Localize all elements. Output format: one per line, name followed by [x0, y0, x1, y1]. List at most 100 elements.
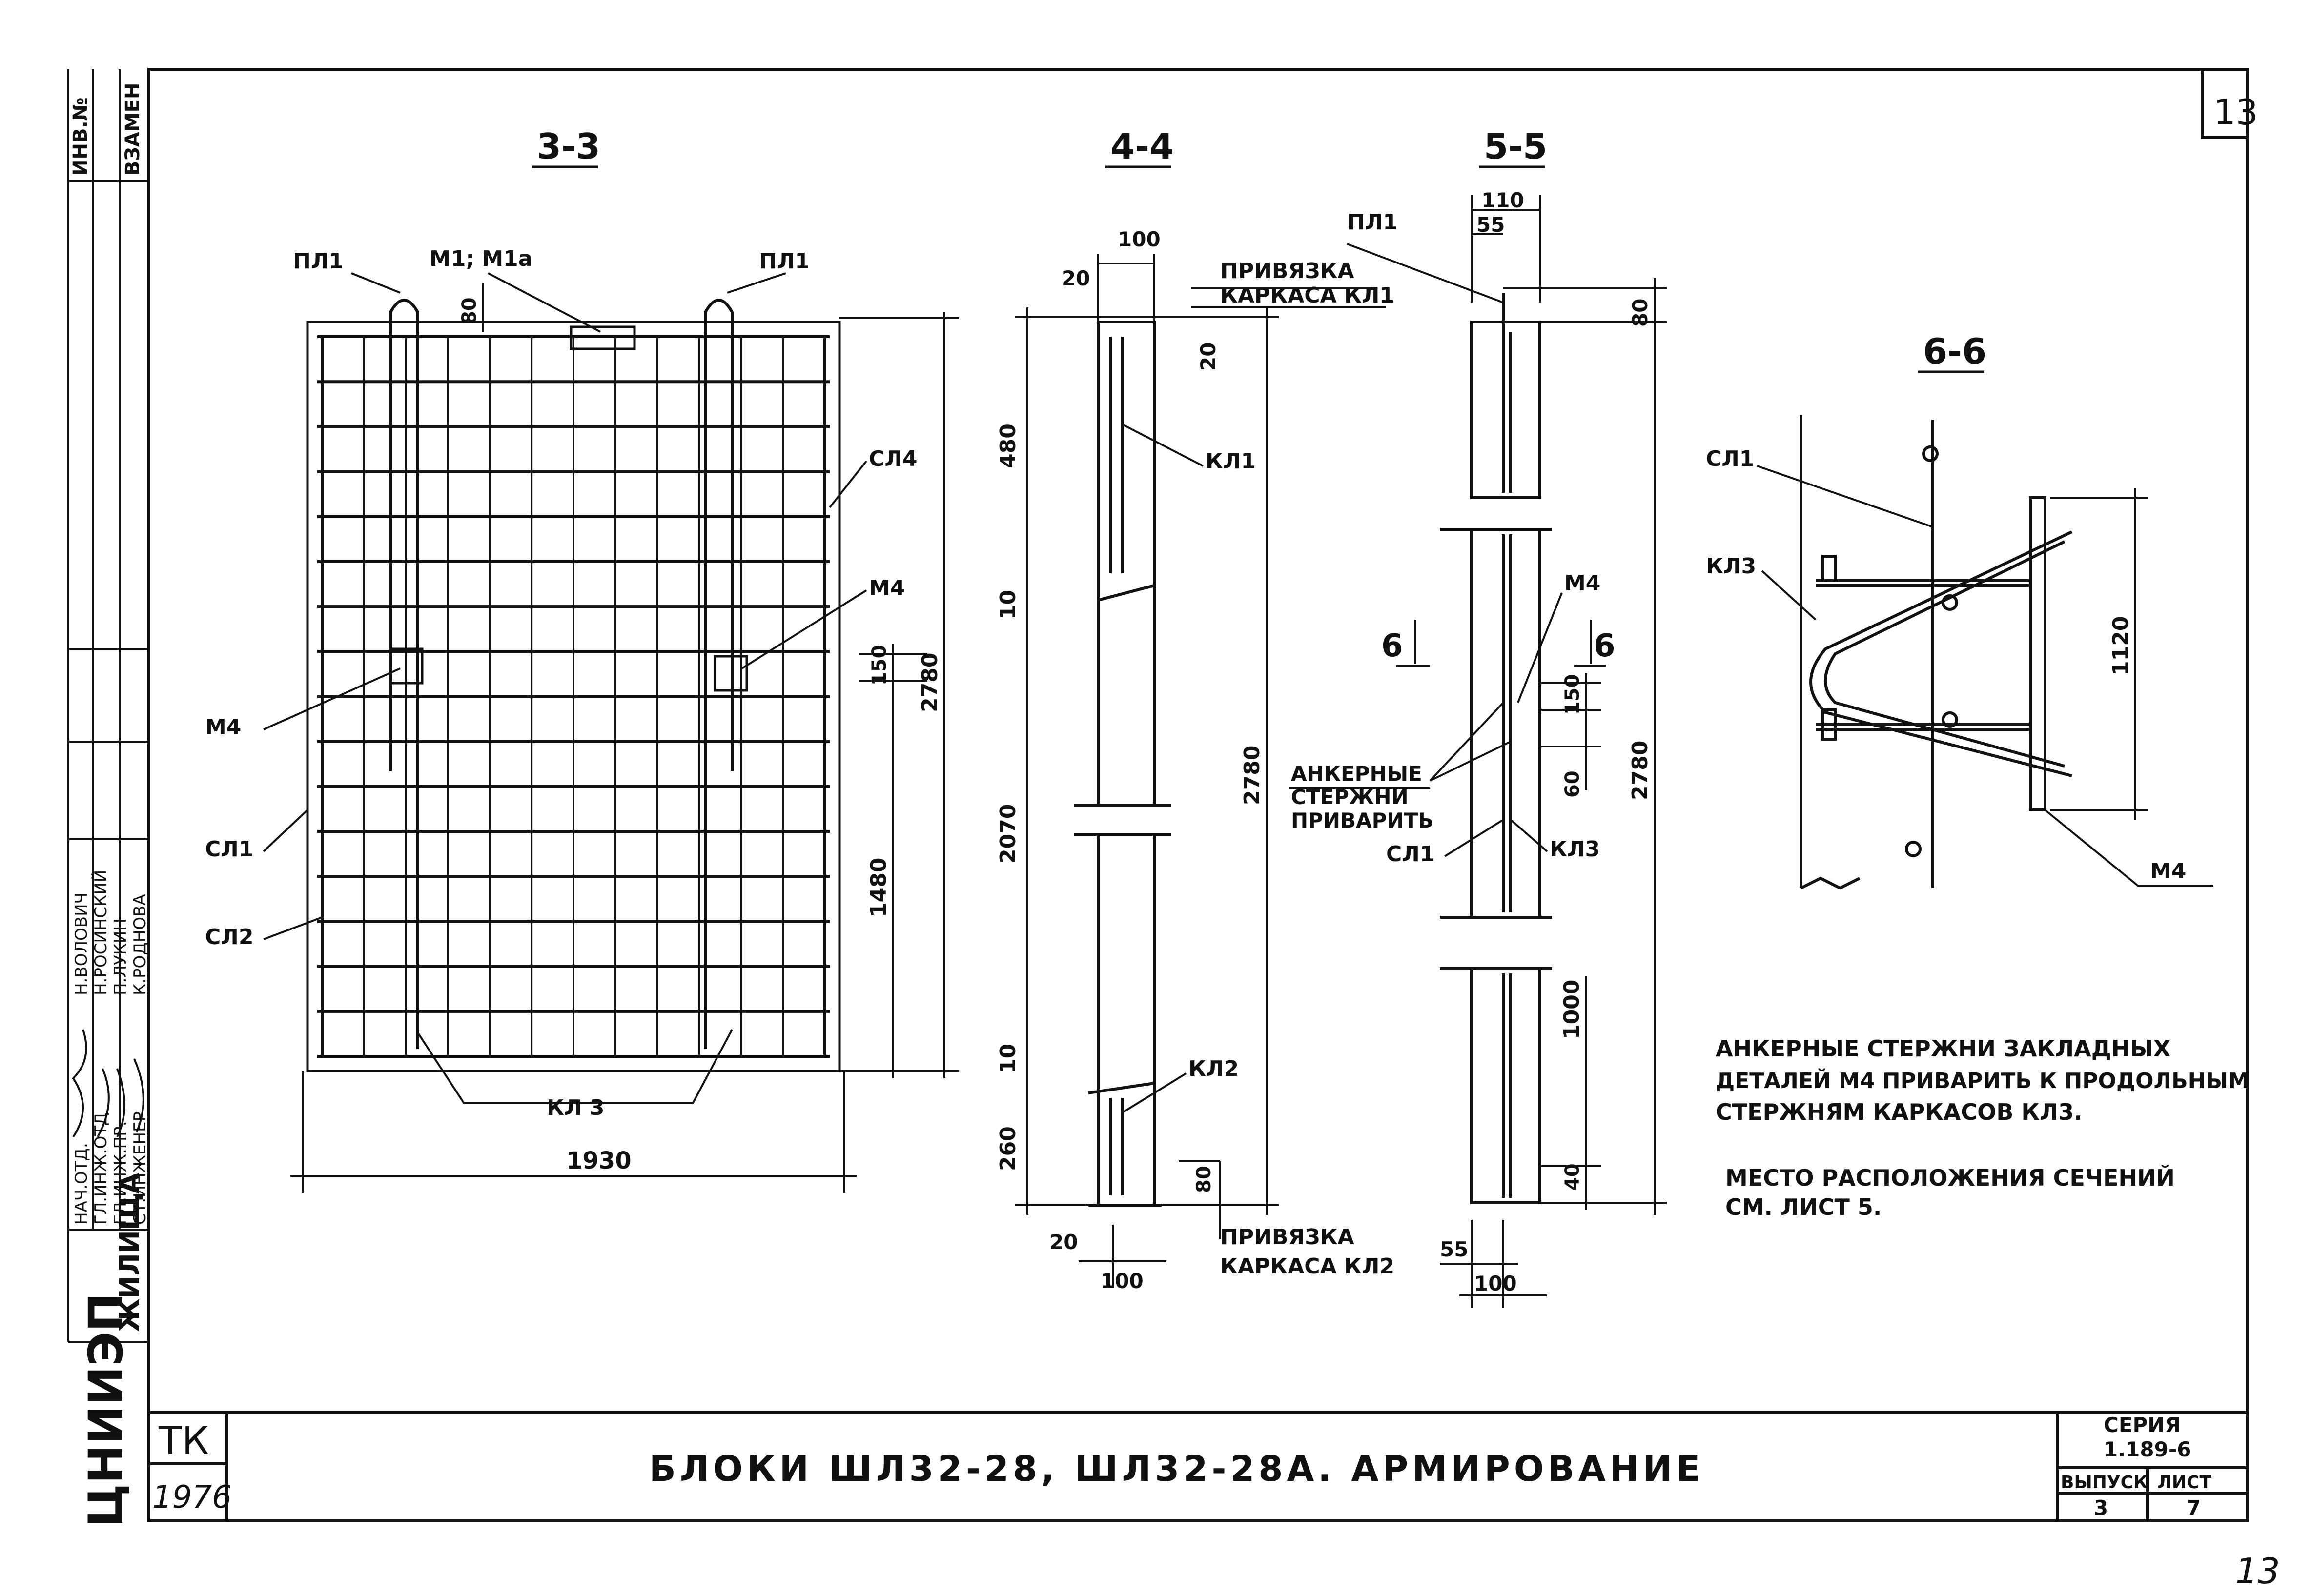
- dim-80-55: 80: [1628, 299, 1652, 327]
- dim-20-inner: 20: [1196, 343, 1220, 371]
- section-title-3-3: 3-3: [537, 126, 600, 167]
- tb-code: ТК: [158, 1419, 209, 1463]
- dim-100-c: 100: [1474, 1272, 1517, 1295]
- embed-m4-left: [389, 647, 424, 685]
- panel-section-5-5: [1440, 293, 1552, 1204]
- note-line-4: МЕСТО РАСПОЛОЖЕНИЯ СЕЧЕНИЙ: [1725, 1165, 2175, 1191]
- tb-series-value: 1.189-6: [2104, 1437, 2191, 1461]
- dim-100-bottom: 100: [1101, 1269, 1144, 1293]
- note-line-1: АНКЕРНЫЕ СТЕРЖНИ ЗАКЛАДНЫХ: [1716, 1035, 2170, 1062]
- note-line-3: СТЕРЖНЯМ КАРКАСОВ КЛ3.: [1716, 1099, 2083, 1125]
- cut-mark-6-right: 6: [1594, 628, 1616, 664]
- label-m4-right: М4: [869, 576, 905, 601]
- tb-sheet-label: ЛИСТ: [2157, 1473, 2211, 1493]
- dim-150: 150: [868, 645, 891, 686]
- role-1: НАЧ.ОТД.: [72, 1143, 91, 1225]
- label-binding-kl1-a: ПРИВЯЗКА: [1220, 259, 1354, 283]
- dim-2780-b: 2780: [1240, 746, 1265, 805]
- panel-section-4-4: [1074, 321, 1171, 1207]
- label-pl1-left: ПЛ1: [293, 249, 344, 274]
- label-m4: М4: [1564, 571, 1600, 596]
- corner-number: 13: [2213, 92, 2258, 133]
- dim-80-b: 80: [1193, 1166, 1215, 1193]
- tb-year: 1976: [152, 1479, 232, 1515]
- cut-mark-6-left: 6: [1381, 628, 1403, 664]
- signatures: [72, 1029, 144, 1138]
- panel-outline: [306, 321, 841, 1072]
- label-anchor-1: АНКЕРНЫЕ: [1291, 762, 1422, 786]
- dim-1120: 1120: [2108, 616, 2133, 676]
- dim-1480: 1480: [866, 858, 891, 917]
- notes-block: АНКЕРНЫЕ СТЕРЖНИ ЗАКЛАДНЫХ ДЕТАЛЕЙ М4 ПР…: [1716, 1035, 2250, 1220]
- section-5-5: 5-5: [1289, 126, 1667, 1308]
- label-kl2: КЛ2: [1188, 1056, 1239, 1081]
- label-sl4: СЛ4: [869, 446, 917, 471]
- section-title-6-6: 6-6: [1923, 331, 1986, 372]
- left-strip-text: ИНВ.№ ВЗАМЕН НАЧ.ОТД. ГЛ.ИНЖ.ОТД ГЛ.ИНЖ.…: [69, 83, 150, 1527]
- embed-m4-right: [714, 655, 748, 692]
- dim-110: 110: [1481, 188, 1524, 212]
- title-block: ТК 1976 БЛОКИ ШЛ32-28, ШЛ32-28А. АРМИРОВ…: [152, 1413, 2211, 1520]
- dim-2780-c: 2780: [1628, 741, 1653, 800]
- role-4: СТ.ИНЖЕНЕР: [130, 1111, 150, 1225]
- section-title-4-4: 4-4: [1110, 126, 1174, 167]
- dim-55-bottom: 55: [1440, 1237, 1468, 1261]
- tb-series-label: СЕРИЯ: [2104, 1413, 2181, 1437]
- sheet-frame: [147, 68, 2249, 1522]
- label-pl1-right: ПЛ1: [759, 249, 810, 274]
- label-binding-kl1-b: КАРКАСА КЛ1: [1220, 283, 1394, 308]
- left-stamp-strip: [67, 69, 149, 1343]
- inv-label: ИНВ.№: [69, 97, 92, 176]
- dimension-lines-3-3: [290, 283, 959, 1193]
- dim-1000: 1000: [1559, 980, 1584, 1039]
- name-3: П.ЛУКИН: [111, 918, 130, 995]
- label-binding-kl2-b: КАРКАСА КЛ2: [1220, 1254, 1394, 1279]
- label-pl1: ПЛ1: [1347, 210, 1398, 235]
- lifting-loop-right: [704, 299, 734, 1049]
- dim-40: 40: [1561, 1163, 1584, 1191]
- tb-sheet-value: 7: [2187, 1496, 2201, 1520]
- label-kl1: КЛ1: [1206, 449, 1256, 474]
- name-4: К.РОДНОВА: [130, 894, 150, 995]
- dimension-lines-6-6: [1757, 465, 2213, 887]
- section-3-3: 3-3 ПЛ1 М1; М1а ПЛ1 СЛ4 М4 М4 СЛ1 СЛ2 КЛ…: [205, 126, 959, 1193]
- note-line-2: ДЕТАЛЕЙ М4 ПРИВАРИТЬ К ПРОДОЛЬНЫМ: [1716, 1068, 2250, 1093]
- org-sub: ЖИЛИЩА: [114, 1172, 146, 1332]
- dim-260: 260: [996, 1126, 1021, 1171]
- label-sl1: СЛ1: [205, 837, 253, 862]
- leader-lines-3-3: [263, 272, 867, 1104]
- org-logo: ЦНИИЭП: [79, 1293, 133, 1527]
- node-detail-6-6: [1800, 415, 2073, 890]
- dim-20-bottom: 20: [1049, 1230, 1078, 1254]
- label-kl3-c: КЛ3: [1706, 554, 1756, 579]
- section-6-6: 6-6 СЛ1 КЛ3: [1706, 331, 2213, 890]
- label-m4-left: М4: [205, 715, 241, 740]
- leader-lines-5-5: [1414, 620, 1592, 857]
- dim-20-top: 20: [1062, 266, 1090, 290]
- label-anchor-3: ПРИВАРИТЬ: [1291, 808, 1433, 832]
- reinforcement-mesh: [317, 335, 830, 1058]
- label-kl3: КЛ 3: [547, 1095, 604, 1120]
- label-m4-c: М4: [2150, 859, 2186, 884]
- tb-title: БЛОКИ ШЛ32-28, ШЛ32-28А. АРМИРОВАНИЕ: [649, 1448, 1704, 1489]
- tb-issue-value: 3: [2094, 1496, 2108, 1520]
- dim-60: 60: [1561, 770, 1584, 798]
- name-2: Н.РОСИНСКИЙ: [91, 870, 111, 995]
- label-sl2: СЛ2: [205, 925, 253, 950]
- embed-m1: [570, 325, 636, 350]
- note-line-5: СМ. ЛИСТ 5.: [1725, 1194, 1882, 1220]
- section-4-4: 4-4: [996, 126, 1394, 1293]
- dim-100-top: 100: [1118, 227, 1161, 251]
- dim-55-top: 55: [1476, 213, 1505, 237]
- role-3: ГЛ.ИНЖ.ПР.: [111, 1121, 130, 1225]
- dim-2070: 2070: [996, 804, 1021, 864]
- dim-2780: 2780: [918, 653, 942, 712]
- dim-80: 80: [458, 297, 481, 324]
- leader-lines-4-4: [1122, 424, 1204, 1113]
- dim-150-b: 150: [1561, 674, 1584, 715]
- dimension-lines-5-5: [1396, 195, 1667, 1308]
- page-mark: 13: [2235, 1551, 2280, 1592]
- dim-10-a: 10: [996, 590, 1021, 620]
- tb-issue-label: ВЫПУСК: [2061, 1473, 2148, 1493]
